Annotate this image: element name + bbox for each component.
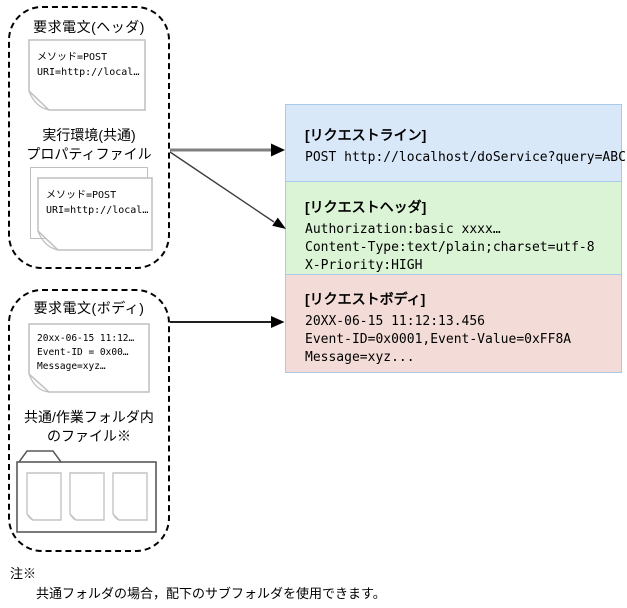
- label-line: プロパティファイル: [26, 146, 152, 162]
- panel-line: POST http://localhost/doService?query=AB…: [305, 150, 626, 165]
- label-property-file: 実行環境(共通) プロパティファイル: [10, 126, 168, 164]
- footnote-marker: 注※: [10, 566, 37, 581]
- memo-line: Event-ID = 0x00…: [37, 347, 129, 358]
- memo-text: メソッド=POST URI=http://local…: [46, 188, 148, 218]
- memo-line: メソッド=POST: [37, 52, 108, 63]
- memo-icon: [28, 323, 150, 393]
- panel-request-body: [リクエストボディ] 20XX-06-15 11:12:13.456 Event…: [285, 274, 622, 373]
- label-line: のファイル※: [47, 428, 131, 444]
- panel-request-line: [リクエストライン] POST http://localhost/doServi…: [285, 104, 626, 182]
- group-title-request-header: 要求電文(ヘッダ): [33, 19, 145, 35]
- memo-icon: [37, 177, 153, 251]
- file-icon: [112, 472, 148, 521]
- arrow-header-to-request-header: [169, 151, 286, 229]
- file-icon: [26, 472, 62, 521]
- label-folder-files: 共通/作業フォルダ内 のファイル※: [10, 408, 168, 446]
- group-request-body-sources: 要求電文(ボディ) 20xx-06-15 11:12… Event-ID = 0…: [8, 289, 170, 552]
- panel-title: [リクエストボディ]: [305, 291, 426, 307]
- memo-text: メソッド=POST URI=http://local…: [37, 50, 139, 80]
- memo-line: URI=http://local…: [37, 67, 140, 78]
- panel-line: Event-ID=0x0001,Event-Value=0xFF8A: [305, 332, 572, 347]
- file-icon: [69, 472, 105, 521]
- panel-title: [リクエストライン]: [305, 127, 427, 143]
- panel-line: X-Priority:HIGH: [305, 258, 423, 273]
- memo-line: 20xx-06-15 11:12…: [37, 333, 135, 344]
- panel-title: [リクエストヘッダ]: [305, 199, 427, 215]
- panel-request-header: [リクエストヘッダ] Authorization:basic xxxx… Con…: [285, 181, 622, 275]
- arrow-header-to-request-line: [170, 143, 285, 157]
- panel-line: Message=xyz...: [305, 350, 415, 365]
- memo-property-file: メソッド=POST URI=http://local…: [37, 177, 153, 251]
- panel-line: Content-Type:text/plain;charset=utf-8: [305, 240, 595, 255]
- memo-line: メソッド=POST: [46, 190, 117, 201]
- memo-line: URI=http://local…: [46, 205, 149, 216]
- memo-body-message: 20xx-06-15 11:12… Event-ID = 0x00… Messa…: [28, 323, 150, 393]
- memo-text: 20xx-06-15 11:12… Event-ID = 0x00… Messa…: [37, 332, 134, 374]
- group-title-request-body: 要求電文(ボディ): [33, 300, 145, 316]
- label-line: 実行環境(共通): [42, 127, 136, 143]
- panel-line: 20XX-06-15 11:12:13.456: [305, 314, 486, 329]
- footnote-text: 共通フォルダの場合，配下のサブフォルダを使用できます。: [36, 586, 386, 601]
- folder-icon: [15, 449, 159, 535]
- label-line: 共通/作業フォルダ内: [24, 409, 154, 425]
- memo-line: Message=xyz…: [37, 361, 106, 372]
- group-request-header-sources: 要求電文(ヘッダ) メソッド=POST URI=http://local… 実行…: [8, 6, 170, 269]
- memo-icon: [28, 39, 146, 111]
- panel-line: Authorization:basic xxxx…: [305, 222, 501, 237]
- folder-shape: [16, 450, 157, 533]
- memo-header-message: メソッド=POST URI=http://local…: [28, 39, 146, 111]
- arrow-body-to-request-body: [170, 316, 285, 328]
